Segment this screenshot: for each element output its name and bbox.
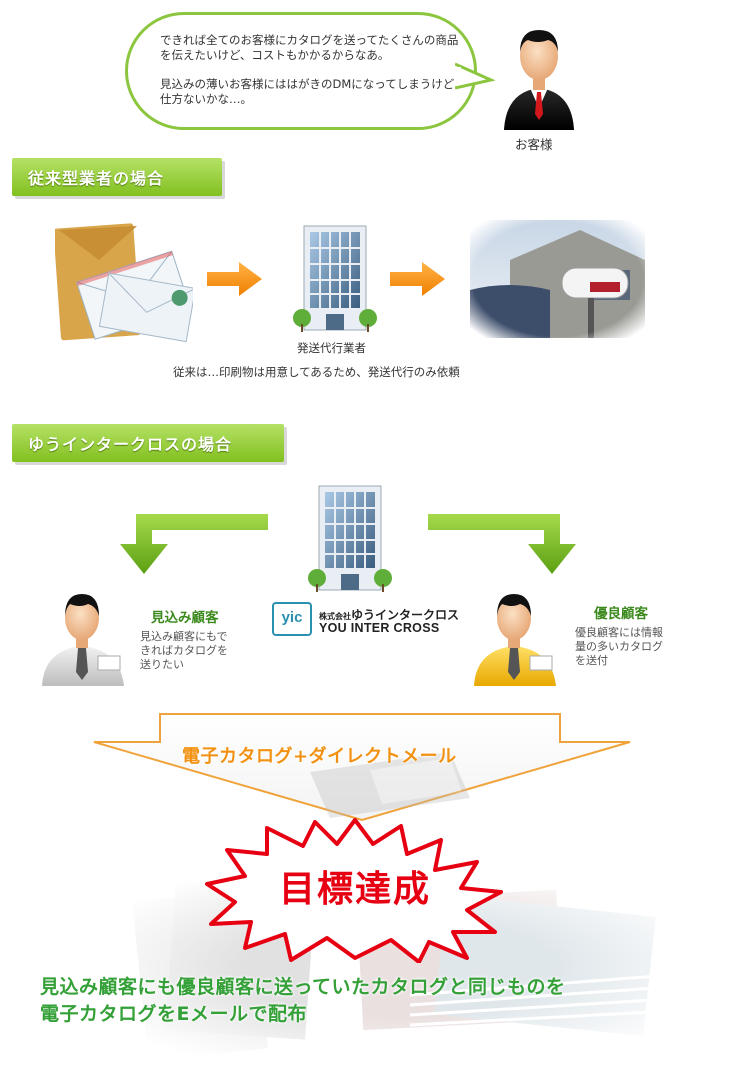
premium-desc-line: 量の多いカタログ	[575, 640, 663, 653]
office-building-icon	[308, 485, 392, 592]
speech-bubble-tail	[455, 62, 495, 90]
prospect-desc-line: きればカタログを	[140, 644, 228, 657]
result-text: 見込み顧客にも優良顧客に送っていたカタログと同じものを 電子カタログをEメールで…	[40, 974, 566, 1028]
company-logo: yic 株式会社ゆうインタークロス YOU INTER CROSS	[272, 600, 459, 642]
prospect-desc-line: 見込み顧客にもで	[140, 630, 228, 643]
building-label: 発送代行業者	[297, 341, 366, 355]
goal-burst-icon	[205, 818, 503, 963]
company-logo-jp: ゆうインタークロス	[351, 608, 460, 622]
mailbox-photo	[470, 220, 645, 338]
section-header-youintercross: ゆうインタークロスの場合	[12, 424, 284, 462]
prospect-desc-line: 送りたい	[140, 658, 184, 671]
arrow-down-left-icon	[120, 514, 268, 574]
prospect-description: 見込み顧客にもで きればカタログを 送りたい	[140, 630, 228, 672]
speech-line-1: できれば全てのお客様にカタログを送ってたくさんの商品を伝えたいけど、コストもかか…	[160, 33, 459, 62]
result-line-2: 電子カタログをEメールで配布	[40, 1003, 307, 1025]
prospect-title: 見込み顧客	[151, 610, 219, 626]
arrow-right-icon	[207, 262, 262, 296]
premium-customer-icon	[474, 594, 556, 686]
office-building-icon	[293, 225, 377, 332]
conventional-caption: 従来は…印刷物は用意してあるため、発送代行のみ依頼	[173, 365, 460, 379]
envelopes-icon	[55, 223, 193, 342]
campaign-funnel	[93, 713, 631, 822]
premium-desc-line: 優良顧客には情報	[575, 626, 663, 639]
businessman-icon	[504, 30, 574, 130]
result-line-1: 見込み顧客にも優良顧客に送っていたカタログと同じものを	[40, 976, 566, 998]
premium-title: 優良顧客	[594, 606, 648, 622]
prospect-customer-icon	[42, 594, 124, 686]
speech-bubble-text: できれば全てのお客様にカタログを送ってたくさんの商品を伝えたいけど、コストもかか…	[160, 33, 460, 121]
goal-text: 目標達成	[278, 869, 431, 910]
company-logo-en: YOU INTER CROSS	[319, 621, 440, 635]
premium-desc-line: を送付	[575, 654, 608, 667]
speech-line-2: 見込みの薄いお客様にははがきのDMになってしまうけど仕方ないかな…。	[160, 77, 455, 106]
campaign-title: 電子カタログ+ダイレクトメール	[182, 746, 457, 767]
premium-description: 優良顧客には情報 量の多いカタログ を送付	[575, 626, 663, 668]
arrow-right-icon	[390, 262, 445, 296]
company-logo-mark: yic	[272, 602, 312, 636]
company-logo-small: 株式会社	[319, 612, 351, 621]
section-header-conventional: 従来型業者の場合	[12, 158, 222, 196]
customer-label: お客様	[515, 137, 553, 152]
speech-bubble	[125, 12, 477, 130]
arrow-down-right-icon	[428, 514, 576, 574]
